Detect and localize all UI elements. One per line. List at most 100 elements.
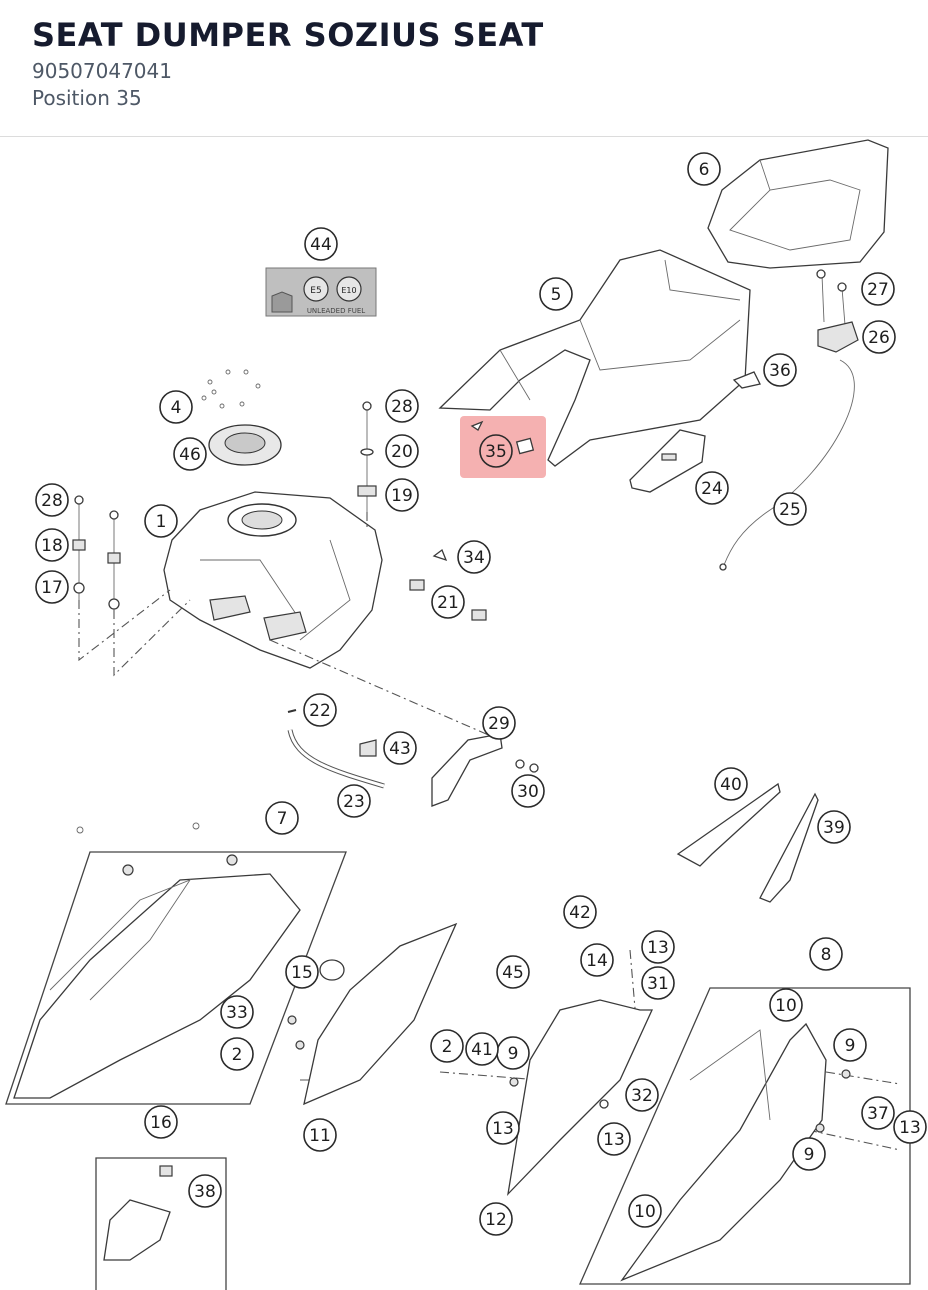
callout-circle bbox=[430, 1029, 464, 1063]
callout-17[interactable]: 17 bbox=[35, 570, 69, 604]
callout-28[interactable]: 28 bbox=[35, 483, 69, 517]
callout-30[interactable]: 30 bbox=[511, 774, 545, 808]
callout-number: 29 bbox=[488, 714, 510, 734]
fuel-tank bbox=[163, 491, 383, 669]
callout-circle bbox=[144, 504, 178, 538]
inner-cover bbox=[287, 922, 458, 1106]
callout-number: 33 bbox=[226, 1003, 248, 1023]
callout-19[interactable]: 19 bbox=[385, 478, 419, 512]
callout-34[interactable]: 34 bbox=[457, 540, 491, 574]
callout-13[interactable]: 13 bbox=[597, 1122, 631, 1156]
callout-46[interactable]: 46 bbox=[173, 437, 207, 471]
callout-39[interactable]: 39 bbox=[817, 810, 851, 844]
callout-36[interactable]: 36 bbox=[763, 353, 797, 387]
callout-2[interactable]: 2 bbox=[430, 1029, 464, 1063]
callout-9[interactable]: 9 bbox=[496, 1036, 530, 1070]
callout-circle bbox=[792, 1137, 826, 1171]
callout-circle bbox=[385, 478, 419, 512]
callout-40[interactable]: 40 bbox=[714, 767, 748, 801]
callout-circle bbox=[817, 810, 851, 844]
callout-33[interactable]: 33 bbox=[220, 995, 254, 1029]
fuel-cap-parts bbox=[201, 369, 282, 466]
callout-number: 36 bbox=[769, 361, 791, 381]
callout-45[interactable]: 45 bbox=[496, 955, 530, 989]
callout-13[interactable]: 13 bbox=[893, 1110, 927, 1144]
fuel-label-e10: E10 bbox=[341, 286, 356, 295]
callout-26[interactable]: 26 bbox=[862, 320, 896, 354]
callout-6[interactable]: 6 bbox=[687, 152, 721, 186]
callout-25[interactable]: 25 bbox=[773, 492, 807, 526]
callout-38[interactable]: 38 bbox=[188, 1174, 222, 1208]
callout-circle bbox=[486, 1111, 520, 1145]
callout-9[interactable]: 9 bbox=[792, 1137, 826, 1171]
callout-number: 15 bbox=[291, 963, 313, 983]
callout-13[interactable]: 13 bbox=[641, 930, 675, 964]
callout-circle bbox=[539, 277, 573, 311]
callout-44[interactable]: 44 bbox=[304, 227, 338, 261]
callout-circle bbox=[641, 930, 675, 964]
callout-9[interactable]: 9 bbox=[833, 1028, 867, 1062]
callout-circle bbox=[188, 1174, 222, 1208]
callout-number: 35 bbox=[485, 442, 507, 462]
left-side-panel-group bbox=[5, 822, 347, 1105]
callout-32[interactable]: 32 bbox=[625, 1078, 659, 1112]
callout-circle bbox=[687, 152, 721, 186]
callout-4[interactable]: 4 bbox=[159, 390, 193, 424]
callout-7[interactable]: 7 bbox=[265, 801, 299, 835]
clips bbox=[409, 548, 487, 621]
callout-13[interactable]: 13 bbox=[486, 1111, 520, 1145]
callout-11[interactable]: 11 bbox=[303, 1118, 337, 1152]
callout-21[interactable]: 21 bbox=[431, 585, 465, 619]
callout-2[interactable]: 2 bbox=[220, 1037, 254, 1071]
callout-number: 2 bbox=[232, 1045, 243, 1065]
callout-number: 12 bbox=[485, 1210, 507, 1230]
callout-27[interactable]: 27 bbox=[861, 272, 895, 306]
callout-number: 13 bbox=[492, 1119, 514, 1139]
callout-29[interactable]: 29 bbox=[482, 706, 516, 740]
part-header: SEAT DUMPER SOZIUS SEAT 90507047041 Posi… bbox=[0, 0, 928, 137]
callout-20[interactable]: 20 bbox=[385, 434, 419, 468]
fuel-label: E5 E10 UNLEADED FUEL bbox=[265, 267, 377, 317]
callout-37[interactable]: 37 bbox=[861, 1096, 895, 1130]
callout-circle bbox=[482, 706, 516, 740]
callout-31[interactable]: 31 bbox=[641, 966, 675, 1000]
callout-circle bbox=[159, 390, 193, 424]
pillion-seat bbox=[707, 139, 889, 269]
callout-23[interactable]: 23 bbox=[337, 784, 371, 818]
callout-10[interactable]: 10 bbox=[769, 988, 803, 1022]
callout-18[interactable]: 18 bbox=[35, 528, 69, 562]
callout-24[interactable]: 24 bbox=[695, 471, 729, 505]
callout-circle bbox=[580, 943, 614, 977]
callout-5[interactable]: 5 bbox=[539, 277, 573, 311]
callout-circle bbox=[893, 1110, 927, 1144]
callout-circle bbox=[304, 227, 338, 261]
callout-circle bbox=[625, 1078, 659, 1112]
callout-number: 2 bbox=[442, 1037, 453, 1057]
callout-1[interactable]: 1 bbox=[144, 504, 178, 538]
callout-8[interactable]: 8 bbox=[809, 937, 843, 971]
callout-number: 34 bbox=[463, 548, 485, 568]
callout-number: 1 bbox=[156, 512, 167, 532]
callout-22[interactable]: 22 bbox=[303, 693, 337, 727]
callout-circle bbox=[641, 966, 675, 1000]
callout-10[interactable]: 10 bbox=[628, 1194, 662, 1228]
callout-15[interactable]: 15 bbox=[285, 955, 319, 989]
callout-16[interactable]: 16 bbox=[144, 1105, 178, 1139]
callout-42[interactable]: 42 bbox=[563, 895, 597, 929]
callout-number: 13 bbox=[899, 1118, 921, 1138]
callout-12[interactable]: 12 bbox=[479, 1202, 513, 1236]
callout-circle bbox=[457, 540, 491, 574]
callout-35[interactable]: 35 bbox=[479, 434, 513, 468]
callout-number: 31 bbox=[647, 974, 669, 994]
callout-41[interactable]: 41 bbox=[465, 1032, 499, 1066]
part-number: 90507047041 bbox=[32, 59, 172, 83]
callout-28[interactable]: 28 bbox=[385, 389, 419, 423]
callout-14[interactable]: 14 bbox=[580, 943, 614, 977]
callout-circle bbox=[861, 272, 895, 306]
callout-circle bbox=[714, 767, 748, 801]
callout-circle bbox=[220, 1037, 254, 1071]
callout-43[interactable]: 43 bbox=[383, 731, 417, 765]
callout-circle bbox=[479, 434, 513, 468]
callout-circle bbox=[303, 693, 337, 727]
